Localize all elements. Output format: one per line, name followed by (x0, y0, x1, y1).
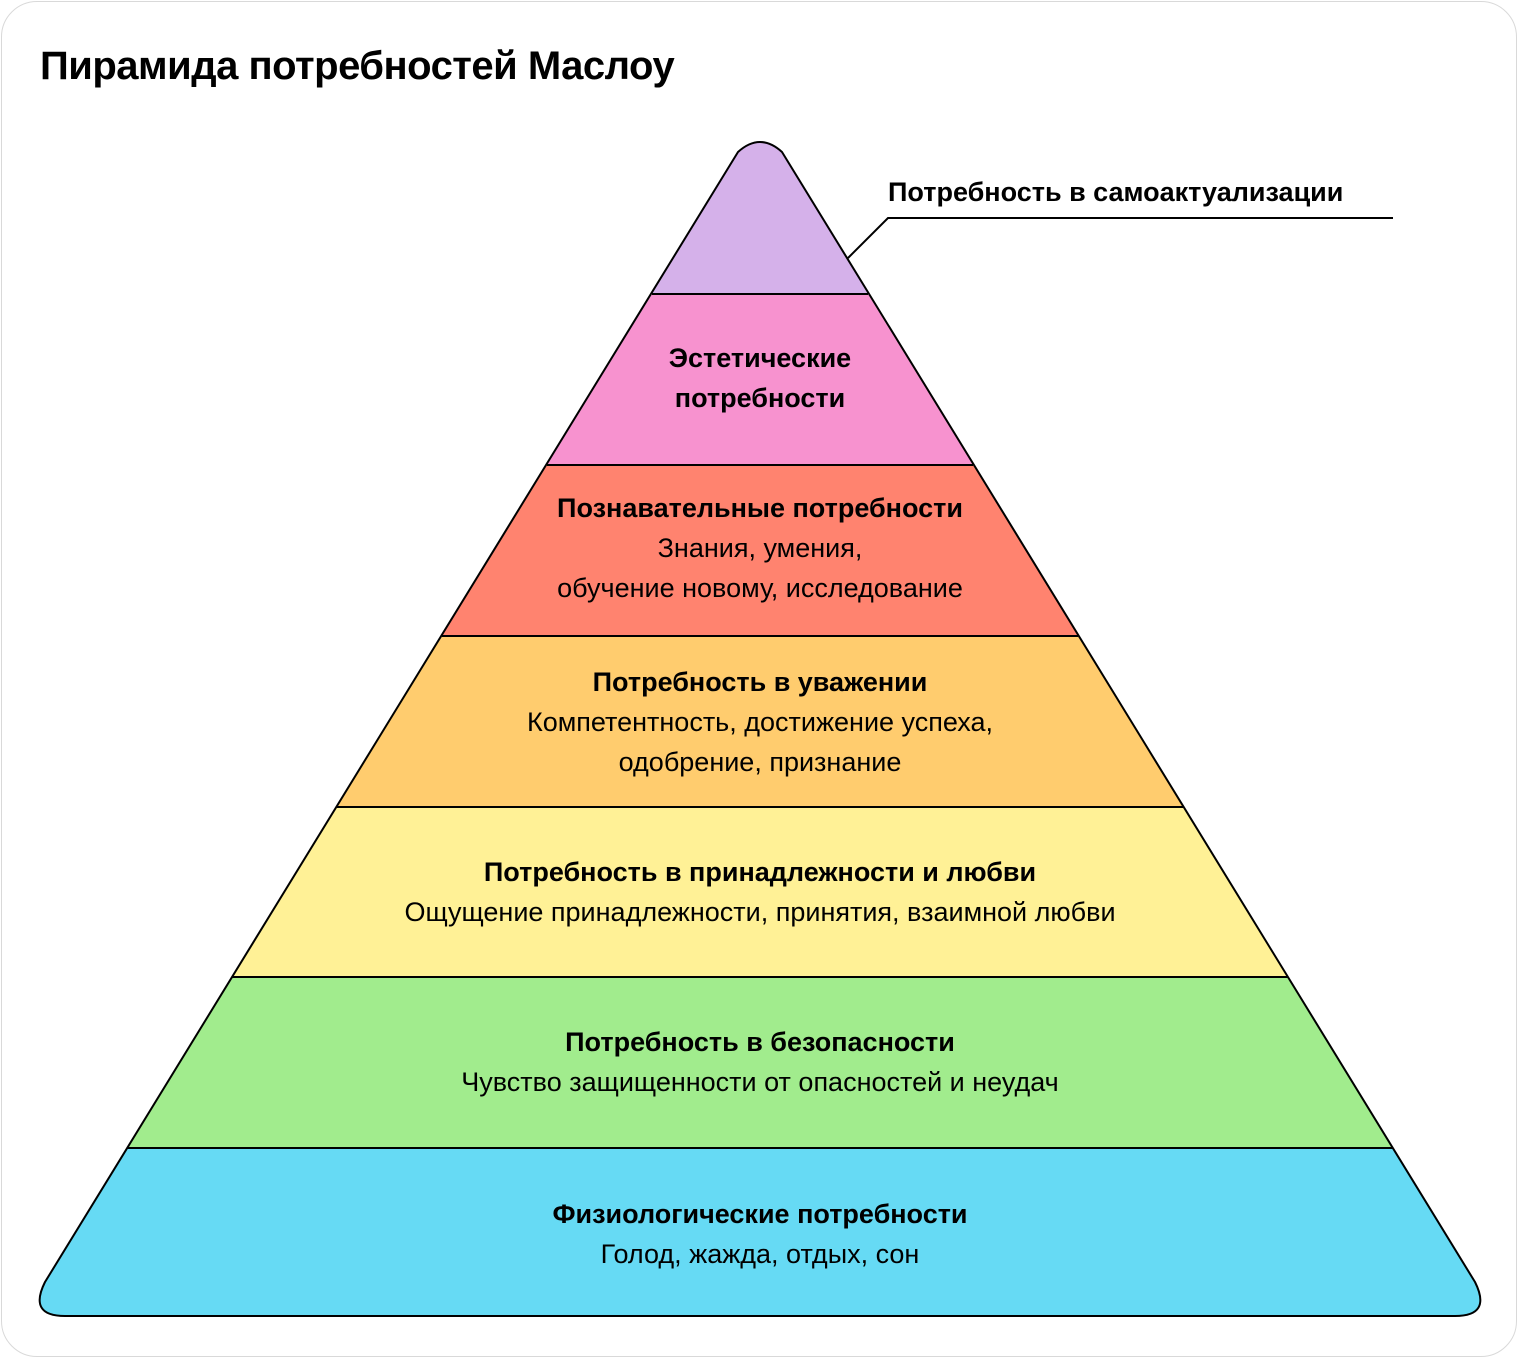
text-esteem: Потребность в уважении Компетентность, д… (527, 662, 993, 782)
title-safety: Потребность в безопасности (565, 1027, 955, 1057)
label-self-actualization: Потребность в самоактуализации (888, 177, 1344, 207)
text-cognitive: Познавательные потребности Знания, умени… (557, 488, 963, 608)
text-safety: Потребность в безопасности Чувство защищ… (461, 1022, 1058, 1102)
title-cognitive: Познавательные потребности (557, 493, 963, 523)
title-aesthetic-line-2: потребности (674, 383, 846, 413)
text-physiological: Физиологические потребности Голод, жажда… (552, 1194, 967, 1274)
desc-esteem-line-2: одобрение, признание (618, 747, 902, 777)
tier-aesthetic (547, 294, 973, 465)
tier-esteem (337, 636, 1183, 807)
tier-dividers (127, 293, 1393, 1149)
title-belonging: Потребность в принадлежности и любви (483, 857, 1037, 887)
callout-leader-line (847, 217, 1393, 259)
title-physiological: Физиологические потребности (552, 1199, 968, 1229)
desc-cognitive-line-2: обучение новому, исследование (557, 573, 963, 603)
tier-belonging (232, 807, 1288, 977)
title-esteem: Потребность в уважении (592, 667, 928, 697)
desc-physiological-line-1: Голод, жажда, отдых, сон (600, 1239, 920, 1269)
desc-cognitive-line-1: Знания, умения, (657, 533, 863, 563)
tier-physiological (39, 1148, 1481, 1316)
page-title: Пирамида потребностей Маслоу (40, 44, 675, 88)
pyramid-outline (38, 141, 1482, 1317)
desc-esteem-line-1: Компетентность, достижение успеха, (526, 707, 994, 737)
desc-safety-line-1: Чувство защищенности от опасностей и неу… (461, 1067, 1059, 1097)
tier-safety (127, 977, 1393, 1148)
text-belonging: Потребность в принадлежности и любви Ощу… (404, 852, 1115, 932)
title-aesthetic-line-1: Эстетические (668, 343, 852, 373)
desc-belonging-line-1: Ощущение принадлежности, принятия, взаим… (404, 897, 1116, 927)
tier-cognitive (442, 465, 1078, 636)
tier-self-actualization (652, 142, 868, 294)
text-aesthetic: Эстетические потребности (669, 338, 851, 418)
